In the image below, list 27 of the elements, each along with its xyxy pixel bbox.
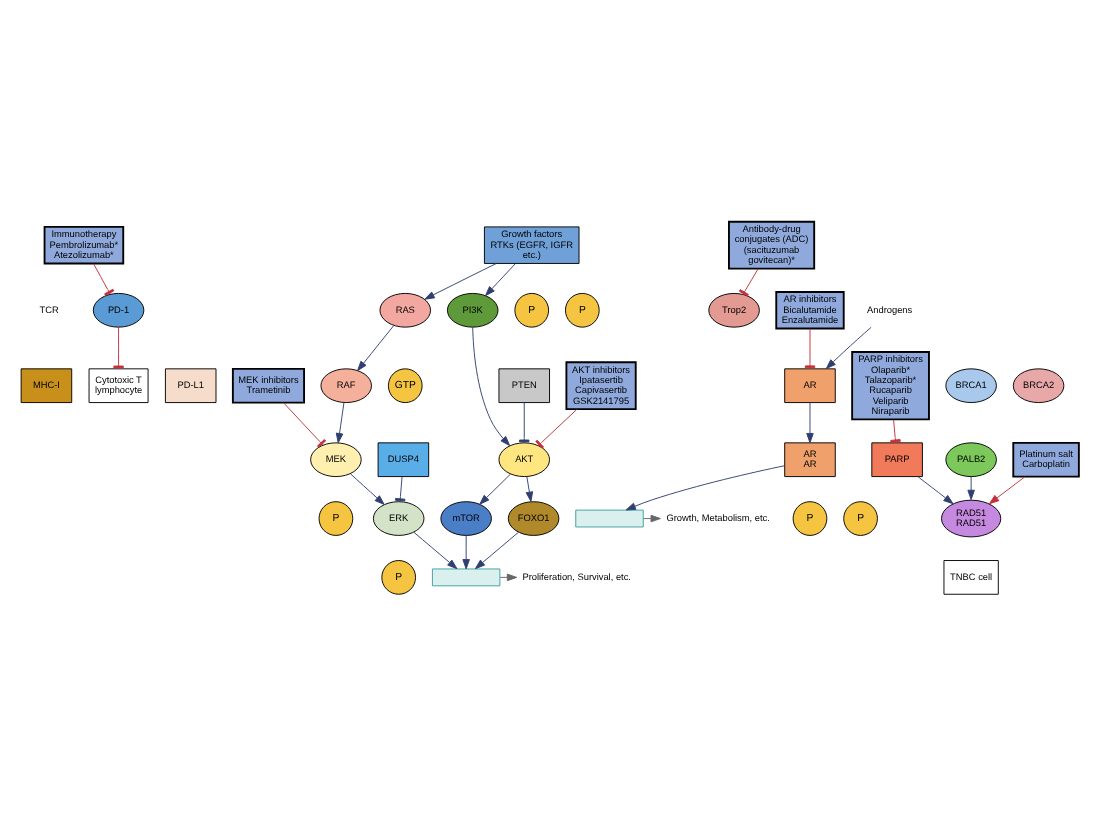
connector xyxy=(519,402,530,444)
arrow xyxy=(462,535,470,570)
arrow xyxy=(967,476,975,501)
arrow xyxy=(357,324,395,372)
arrow xyxy=(525,476,534,502)
arrow xyxy=(917,476,954,505)
connector xyxy=(113,326,124,370)
connector xyxy=(394,476,406,503)
connector xyxy=(738,268,759,297)
arrow xyxy=(413,531,458,570)
arrow xyxy=(424,263,497,300)
connector xyxy=(890,419,901,444)
connector xyxy=(535,409,578,449)
arrow xyxy=(625,465,785,511)
arrow xyxy=(479,473,511,505)
arrow xyxy=(350,473,385,505)
arrow xyxy=(335,402,345,444)
arrow xyxy=(806,402,814,444)
arrow xyxy=(472,326,511,447)
connector xyxy=(93,263,115,296)
arrow xyxy=(474,531,519,570)
node-box xyxy=(431,568,501,587)
arrow xyxy=(485,263,516,297)
connector xyxy=(282,402,327,448)
arrow xyxy=(825,326,872,370)
arrow xyxy=(988,476,1026,505)
node-box xyxy=(575,509,644,528)
